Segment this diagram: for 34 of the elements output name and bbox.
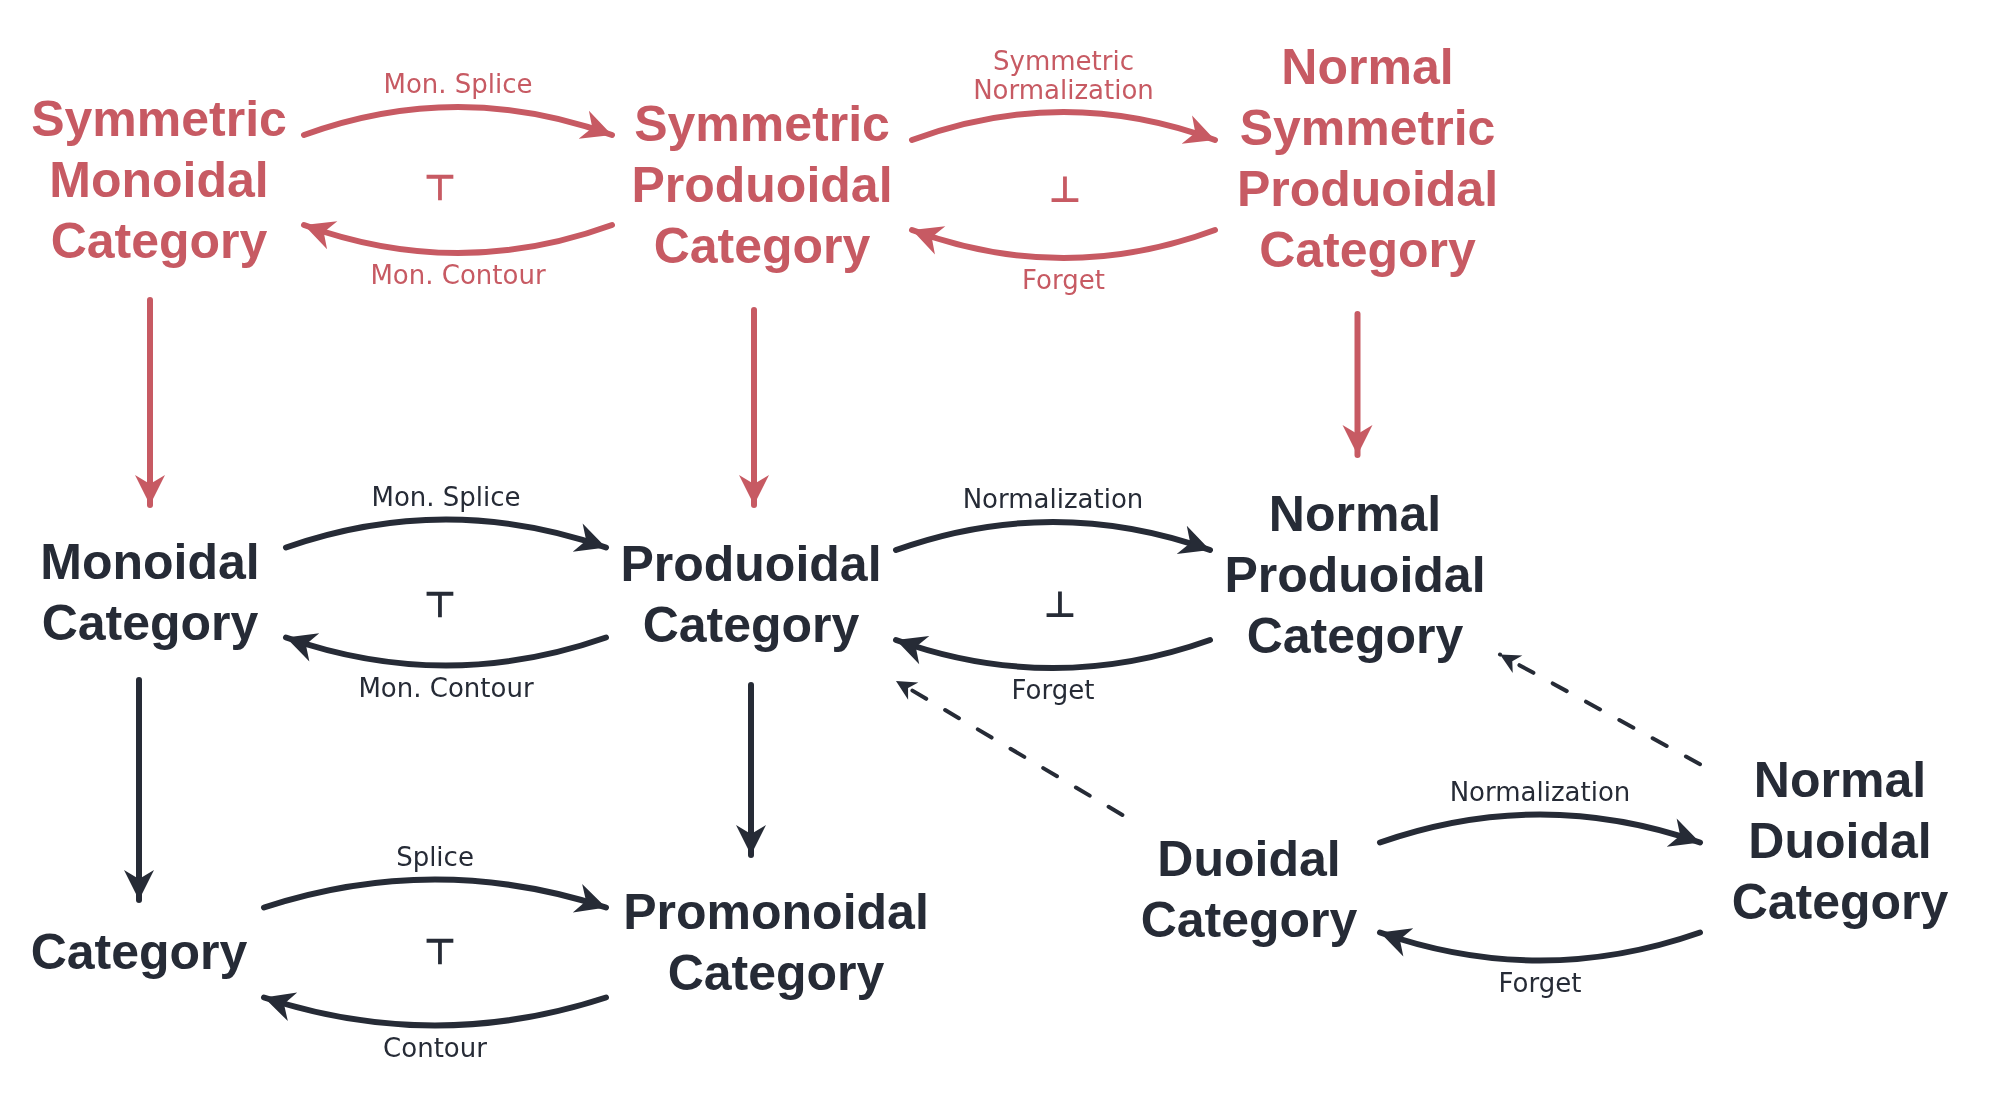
adjunction-symbol: ⊤ xyxy=(423,934,457,970)
arrow xyxy=(909,109,1218,145)
category-name: Category xyxy=(14,900,264,1005)
arrow xyxy=(1377,811,1703,848)
arrow xyxy=(894,678,1125,817)
category-name: Normal Produoidal Category xyxy=(1210,455,1500,695)
arrow xyxy=(301,220,615,256)
arrow xyxy=(736,682,766,858)
arrow xyxy=(283,632,609,669)
category-name: Promonoidal Category xyxy=(606,855,946,1030)
category-name: Normal Duoidal Category xyxy=(1700,722,1980,960)
arrow xyxy=(1342,311,1373,458)
adjunction-symbol: ⊤ xyxy=(423,170,457,206)
arrow xyxy=(261,876,609,914)
category-name: Duoidal Category xyxy=(1118,815,1380,965)
category-name: Symmetric Produoidal Category xyxy=(612,60,912,310)
arrow xyxy=(893,519,1213,555)
arrow xyxy=(1498,652,1702,767)
adjunction-symbol: ⊤ xyxy=(423,587,457,623)
category-name: Monoidal Category xyxy=(14,505,286,680)
category-name: Produoidal Category xyxy=(606,505,896,685)
arrow xyxy=(283,516,609,553)
arrow xyxy=(1377,927,1703,964)
arrow xyxy=(124,677,154,903)
category-name: Symmetric Monoidal Category xyxy=(14,60,304,300)
arrow xyxy=(301,104,615,140)
arrow xyxy=(135,297,165,508)
arrow xyxy=(739,307,769,508)
arrow xyxy=(261,991,609,1029)
adjunction-symbol: ⊥ xyxy=(1043,587,1077,623)
adjunction-symbol: ⊥ xyxy=(1048,172,1082,208)
category-name: Normal Symmetric Produoidal Category xyxy=(1215,4,1520,314)
arrow xyxy=(909,225,1218,261)
arrow xyxy=(893,635,1213,671)
